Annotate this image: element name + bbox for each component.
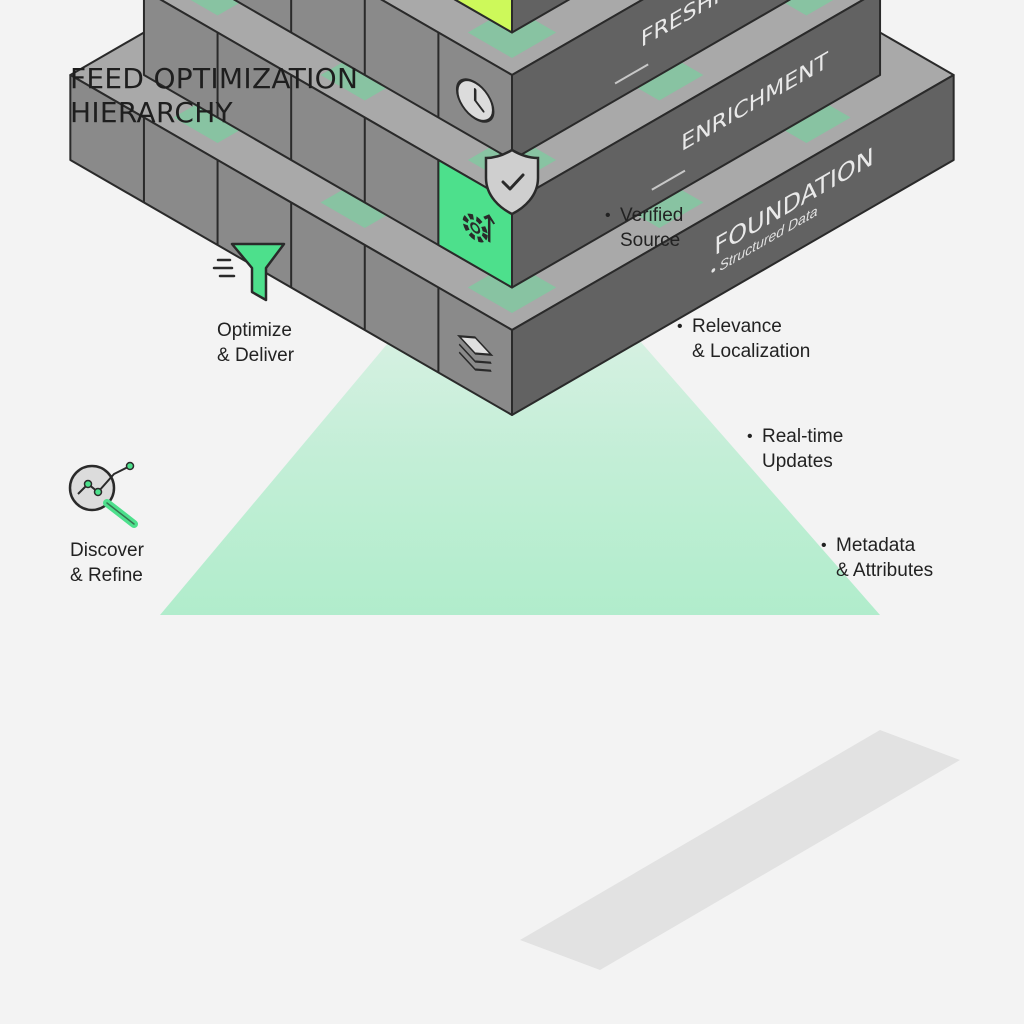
side-label-optimize: Optimize & Deliver	[217, 318, 294, 368]
tier-icons	[455, 78, 496, 372]
note-freshness-line-2: Updates	[762, 451, 833, 472]
note-trust-line-2: Source	[620, 230, 681, 251]
glow-tile	[779, 0, 834, 16]
note-freshness-line-1: Real-time	[762, 426, 844, 447]
tier-context	[453, 0, 571, 34]
side-discover-line-1: Discover	[70, 540, 144, 561]
note-context-line-2: & Localization	[692, 341, 811, 362]
funnel-icon	[212, 242, 286, 302]
note-freshness: • Real-time Updates	[747, 426, 844, 472]
tier-freshness-right-face	[511, 0, 792, 161]
side-optimize-line-2: & Deliver	[217, 345, 295, 366]
note-trust-line-1: Verified	[620, 205, 684, 226]
tier-freshness	[232, 0, 792, 161]
note-context: • Relevance & Localization	[677, 316, 811, 362]
glow-tile	[190, 0, 245, 16]
label-underline	[651, 169, 686, 191]
note-enrichment-line-1: Metadata	[836, 535, 916, 556]
note-enrichment: • Metadata & Attributes	[821, 535, 934, 581]
page-title: FEED OPTIMIZATION HIERARCHY	[70, 62, 358, 130]
note-context-line-1: Relevance	[692, 316, 782, 337]
title-line-2: HIERARCHY	[70, 96, 233, 129]
tier-foundation-right-face	[511, 74, 955, 416]
shield-check-icon	[484, 148, 540, 216]
side-discover-line-2: & Refine	[70, 565, 143, 586]
tier-context-accent-face	[453, 0, 513, 34]
side-optimize-line-1: Optimize	[217, 320, 292, 341]
stacked-layers-icon	[456, 334, 494, 372]
label-underline	[614, 63, 649, 85]
clock-icon	[455, 78, 495, 123]
tier-context-right-face	[511, 0, 571, 34]
note-enrichment-line-2: & Attributes	[836, 560, 934, 581]
magnifier-chart-icon	[68, 461, 138, 528]
side-label-discover: Discover & Refine	[70, 538, 144, 588]
title-line-1: FEED OPTIMIZATION	[70, 62, 359, 95]
gear-arrow-icon	[462, 213, 496, 243]
note-trust: • Verified Source	[605, 205, 684, 251]
ground-shadow	[520, 730, 960, 970]
